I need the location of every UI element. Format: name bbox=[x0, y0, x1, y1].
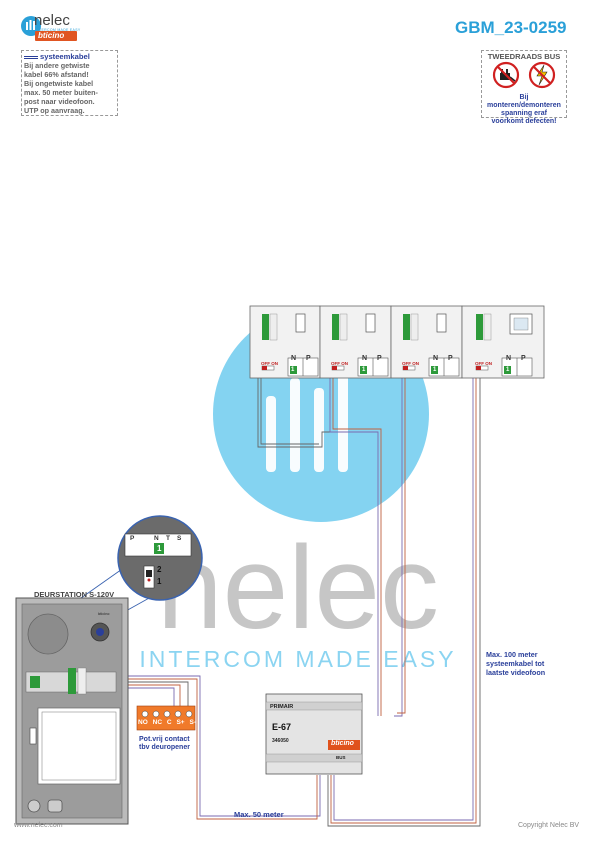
monitor-terminal-n: N bbox=[506, 355, 512, 362]
monitor-switch-label: OFF ON bbox=[475, 361, 492, 366]
distance-line: Max. 100 meter bbox=[486, 650, 538, 659]
terminal-block bbox=[476, 314, 483, 340]
relay-terminal: NC bbox=[152, 719, 163, 726]
brand-name: nelec bbox=[34, 12, 70, 29]
psu-model: E-67 bbox=[272, 722, 292, 732]
cable-note-heading: systeemkabel bbox=[24, 52, 115, 61]
zoom-switch-2: 2 bbox=[157, 565, 162, 574]
zoom-terminal-n: N bbox=[154, 535, 159, 542]
monitor-terminal-p: P bbox=[521, 355, 526, 362]
monitor-screen-icon bbox=[436, 313, 447, 333]
cable-note-line: Bij andere getwiste bbox=[24, 61, 90, 70]
relay-caption-line: Pot.vrij contact bbox=[139, 736, 190, 743]
name-card-window bbox=[37, 707, 121, 785]
monitor-switch-label: OFF ON bbox=[261, 361, 278, 366]
monitor-jumper: 1 bbox=[291, 367, 295, 373]
watermark-tagline: INTERCOM MADE EASY bbox=[139, 646, 456, 672]
relay-terminal: S- bbox=[189, 719, 196, 726]
relay-module bbox=[136, 705, 196, 731]
warning-line: spanning eraf bbox=[501, 110, 547, 117]
monitor-switch-label: OFF ON bbox=[331, 361, 348, 366]
footer-copyright: Copyright Nelec BV bbox=[518, 822, 580, 829]
distance-psu-monitor: Max. 100 meter systeemkabel tot laatste … bbox=[486, 650, 545, 677]
zoom-switch-1: 1 bbox=[157, 577, 162, 586]
warning-line: voorkomt defecten! bbox=[491, 118, 557, 125]
monitor-jumper: 1 bbox=[362, 367, 366, 373]
terminal-block bbox=[332, 314, 339, 340]
distance-door-psu: Max. 50 meter bbox=[234, 810, 284, 819]
terminal-block bbox=[262, 314, 269, 340]
cable-symbol-icon bbox=[24, 55, 38, 59]
watermark-wordmark: nelec bbox=[157, 522, 439, 654]
bticino-badge bbox=[35, 31, 77, 41]
relay-caption: Pot.vrij contact tbv deuropener bbox=[139, 736, 190, 752]
monitor-terminal-p: P bbox=[377, 355, 382, 362]
no-plug-icon bbox=[492, 61, 520, 89]
relay-terminal: NO bbox=[138, 719, 148, 726]
document-code: GBM_23-0259 bbox=[455, 18, 567, 37]
cable-note-line: Bij ongetwiste kabel bbox=[24, 79, 94, 88]
distance-line: systeemkabel tot bbox=[486, 659, 545, 668]
psu-primary-label: PRIMAIR bbox=[270, 704, 294, 710]
cable-note-heading-text: systeemkabel bbox=[40, 52, 90, 61]
monitor-terminal-n: N bbox=[433, 355, 439, 362]
door-station-title: DEURSTATION S-120V bbox=[34, 590, 115, 599]
monitor-switch-label: OFF ON bbox=[402, 361, 419, 366]
brand-tagline: INTERCOM MADE EASY bbox=[35, 28, 81, 32]
door-station-brand: bticino bbox=[98, 612, 110, 616]
zoom-terminal-p: P bbox=[130, 535, 135, 542]
relay-terminal: C bbox=[166, 719, 172, 726]
relay-caption-line: tbv deuropener bbox=[139, 744, 190, 751]
distance-line: laatste videofoon bbox=[486, 668, 546, 677]
terminal-block bbox=[403, 314, 410, 340]
cable-note-line: max. 50 meter buiten- bbox=[24, 88, 98, 97]
button-icon bbox=[27, 799, 41, 813]
monitor-screen-icon bbox=[365, 313, 376, 333]
monitor-terminal-p: P bbox=[306, 355, 311, 362]
relay-terminal-labels: NO NC C S+ S- bbox=[138, 719, 196, 726]
monitor-jumper: 1 bbox=[506, 367, 510, 373]
monitor-unit bbox=[319, 305, 392, 379]
watermark-logo-mark bbox=[266, 370, 348, 472]
speaker-icon bbox=[27, 613, 69, 655]
warning-box: TWEEDRAADS BUS Bij monteren/demonteren s… bbox=[481, 50, 567, 125]
relay-terminal: S+ bbox=[176, 719, 185, 726]
monitor-terminal-n: N bbox=[291, 355, 297, 362]
monitor-jumper: 1 bbox=[433, 367, 437, 373]
warning-title: TWEEDRAADS BUS bbox=[487, 52, 561, 61]
cable-note-line: post naar videofoon. bbox=[24, 97, 95, 106]
psu-bus-label: BUS bbox=[336, 755, 346, 760]
bticino-badge-text: bticino bbox=[38, 31, 65, 40]
monitor-unit bbox=[461, 305, 545, 379]
no-lightning-icon bbox=[528, 61, 556, 89]
zoom-terminal-s: S bbox=[177, 535, 182, 542]
warning-icons bbox=[492, 61, 556, 89]
door-station bbox=[15, 597, 129, 825]
zoom-terminal-t: T bbox=[166, 535, 170, 542]
cable-note-box: systeemkabel Bij andere getwiste kabel 6… bbox=[21, 50, 118, 116]
warning-line: Bij monteren/demonteren bbox=[487, 94, 561, 109]
cable-note-line: UTP op aanvraag. bbox=[24, 106, 85, 115]
monitor-unit bbox=[390, 305, 463, 379]
footer-website[interactable]: www.nelec.com bbox=[14, 822, 63, 829]
zoom-detail bbox=[117, 515, 203, 601]
psu-brand: bticino bbox=[331, 740, 354, 747]
monitor-terminal-n: N bbox=[362, 355, 368, 362]
zoom-jumper: 1 bbox=[157, 544, 162, 553]
cable-note-line: kabel 66% afstand! bbox=[24, 70, 89, 79]
power-supply bbox=[265, 693, 363, 775]
monitor-terminal-p: P bbox=[448, 355, 453, 362]
monitor-row bbox=[249, 305, 545, 379]
monitor-unit bbox=[249, 305, 321, 379]
psu-part-number: 346050 bbox=[272, 738, 289, 744]
monitor-screen-icon bbox=[295, 313, 306, 333]
